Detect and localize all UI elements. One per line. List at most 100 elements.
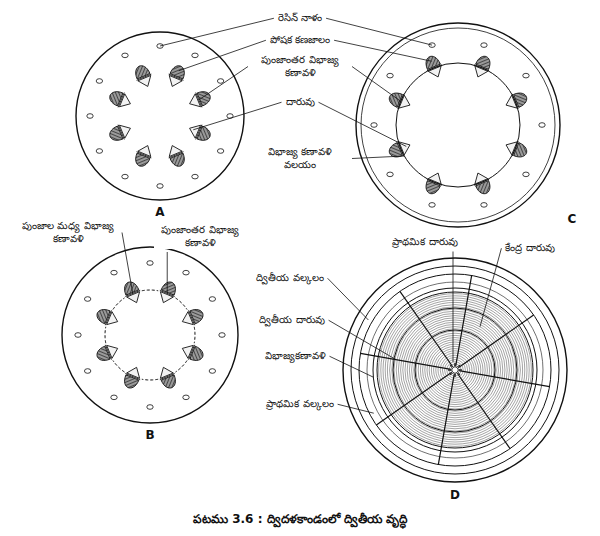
vascular-bundle bbox=[165, 143, 188, 169]
growth-ring bbox=[427, 342, 483, 398]
growth-ring bbox=[396, 311, 514, 429]
resin-duct bbox=[111, 395, 117, 400]
part-label: విభాజ్యకణావళి bbox=[264, 350, 327, 363]
resin-duct bbox=[147, 405, 153, 410]
resin-duct bbox=[111, 270, 117, 275]
panel-letter: A bbox=[154, 205, 165, 220]
interfascicular-cambium bbox=[194, 327, 196, 343]
leader-line bbox=[352, 156, 404, 159]
resin-duct bbox=[371, 123, 377, 128]
vascular-bundle bbox=[107, 88, 133, 111]
growth-ring bbox=[429, 344, 481, 396]
vascular-bundle bbox=[94, 306, 120, 329]
resin-duct bbox=[183, 395, 189, 400]
resin-duct bbox=[523, 73, 529, 78]
interfascicular-cambium bbox=[142, 290, 158, 292]
leader-line bbox=[480, 248, 501, 326]
growth-ring bbox=[442, 357, 467, 382]
interfascicular-cambium bbox=[105, 327, 107, 343]
stem-outline bbox=[356, 23, 560, 227]
growth-ring bbox=[385, 300, 525, 440]
growth-ring bbox=[418, 333, 492, 407]
panel-letter: C bbox=[567, 212, 578, 227]
vascular-bundle bbox=[94, 341, 120, 364]
vascular-bundle bbox=[107, 121, 133, 144]
stem-outline bbox=[351, 266, 559, 474]
medullary-ray bbox=[376, 372, 451, 425]
leader-line bbox=[199, 67, 248, 100]
growth-ring bbox=[390, 305, 521, 436]
leader-line bbox=[167, 252, 168, 293]
stem-outline bbox=[343, 258, 567, 482]
panel-letter: B bbox=[144, 428, 155, 443]
growth-ring bbox=[431, 346, 478, 393]
primary-xylem-star bbox=[448, 363, 462, 377]
resin-duct bbox=[539, 123, 545, 128]
leader-line bbox=[160, 18, 274, 46]
part-label: రెసిన్ నాళం bbox=[277, 12, 323, 25]
vascular-bundle bbox=[471, 170, 494, 196]
growth-ring bbox=[381, 296, 529, 444]
resin-duct bbox=[122, 53, 128, 58]
stem-outline bbox=[393, 308, 517, 432]
stem-outline bbox=[62, 247, 238, 423]
growth-ring bbox=[434, 349, 477, 392]
leader-line bbox=[328, 278, 369, 320]
interfascicular-cambium bbox=[113, 360, 125, 372]
interfascicular-cambium bbox=[175, 360, 187, 372]
resin-duct bbox=[96, 79, 102, 84]
part-label: ప్రాథమిక దారువు bbox=[391, 236, 458, 249]
vascular-bundle bbox=[121, 364, 144, 390]
stem-outline bbox=[76, 32, 244, 200]
stem-outline bbox=[359, 274, 551, 466]
growth-ring bbox=[403, 318, 507, 422]
vascular-bundle bbox=[503, 89, 529, 112]
stem-outline bbox=[367, 282, 543, 458]
part-label: విభాజ్య కణావళి వలయం bbox=[251, 146, 349, 171]
resin-duct bbox=[209, 369, 215, 374]
medullary-ray bbox=[456, 275, 472, 366]
vascular-bundle bbox=[471, 54, 494, 80]
vascular-bundle bbox=[156, 364, 179, 390]
resin-duct bbox=[96, 149, 102, 154]
stage-a bbox=[76, 32, 244, 200]
medullary-ray bbox=[360, 353, 451, 369]
growth-ring bbox=[438, 353, 472, 387]
medullary-ray bbox=[400, 291, 453, 366]
leader-line bbox=[319, 102, 407, 146]
leader-line bbox=[352, 67, 401, 102]
growth-ring bbox=[383, 298, 527, 442]
growth-ring bbox=[387, 302, 522, 437]
leader-lines bbox=[122, 18, 501, 413]
leader-line bbox=[338, 404, 374, 413]
medullary-ray bbox=[458, 315, 533, 368]
panel-letter: D bbox=[449, 488, 461, 503]
growth-ring bbox=[414, 329, 496, 411]
resin-duct bbox=[387, 172, 393, 177]
growth-ring bbox=[445, 360, 466, 381]
growth-ring bbox=[412, 327, 499, 414]
growth-ring bbox=[401, 316, 510, 425]
resin-duct bbox=[84, 297, 90, 302]
leader-line bbox=[193, 102, 281, 130]
part-label: దారువు bbox=[285, 96, 316, 109]
part-label: పుంజాల మధ్య విభాజ్య కణావళి bbox=[17, 220, 119, 245]
vascular-bundle bbox=[503, 138, 529, 161]
resin-duct bbox=[217, 79, 223, 84]
part-label: ద్వితీయ దారువు bbox=[258, 314, 325, 327]
stage-b bbox=[62, 247, 238, 423]
part-label: ద్వితీయ వల్కలం bbox=[255, 272, 324, 285]
medullary-ray bbox=[457, 373, 510, 448]
resin-duct bbox=[219, 333, 225, 338]
vascular-bundle bbox=[179, 341, 205, 364]
growth-ring bbox=[405, 320, 505, 420]
stem-outline bbox=[361, 28, 555, 222]
growth-ring bbox=[436, 351, 474, 389]
vascular-bundle bbox=[165, 63, 188, 89]
interfascicular-cambium bbox=[175, 298, 187, 310]
figure-caption: పటము 3.6 : ద్విదళకాండంలో ద్వితీయ వృద్ధి bbox=[192, 512, 408, 527]
interfascicular-cambium bbox=[142, 379, 158, 381]
leader-line bbox=[326, 18, 432, 45]
